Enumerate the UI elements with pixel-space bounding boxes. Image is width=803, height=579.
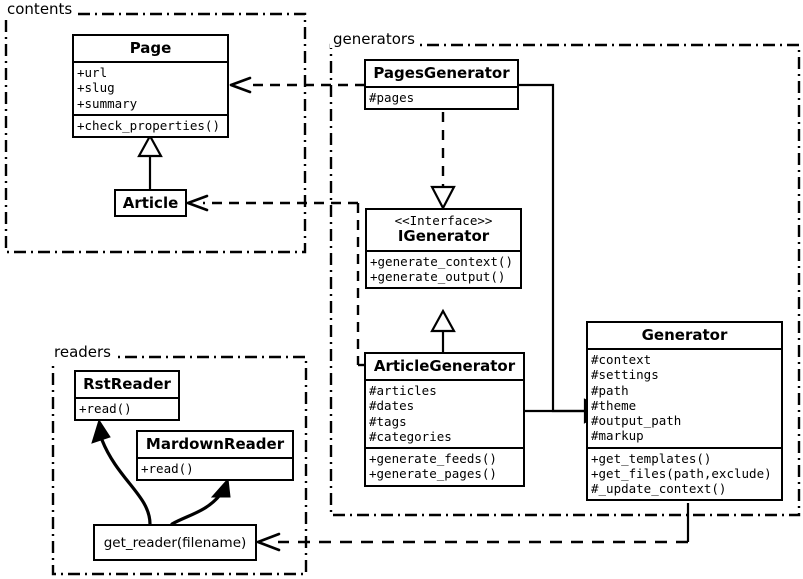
attribute-row: #path [591,382,629,398]
attribute-row: #markup [591,428,644,444]
class-methods-igenerator: +generate_context() +generate_output() [367,249,520,288]
class-box-article[interactable]: Article [114,189,187,217]
function-box-get-reader[interactable]: get_reader(filename) [93,524,257,561]
package-label-contents: contents [4,0,76,18]
function-name-get-reader: get_reader(filename) [103,534,247,551]
class-box-pagesgenerator[interactable]: PagesGenerator #pages [364,59,519,111]
class-name-article: Article [122,194,179,212]
class-name-igenerator-label: IGenerator [397,227,490,246]
class-name-page: Page [74,36,227,62]
class-methods-generator: +get_templates() +get_files(path,exclude… [588,446,781,500]
class-box-page[interactable]: Page +url +slug +summary +check_properti… [72,34,229,139]
relation-generator-uses-getreader [256,503,690,552]
attribute-row: #settings [591,367,659,383]
class-methods-markdownreader: +read() [138,457,292,480]
attribute-row: +summary [77,95,138,111]
relation-pagesgenerator-uses-page [229,76,365,94]
attribute-row: +slug [77,80,115,96]
method-row: +generate_pages() [369,466,497,482]
class-box-rstreader[interactable]: RstReader +read() [74,370,180,422]
class-box-articlegenerator[interactable]: ArticleGenerator #articles #dates #tags … [364,352,525,487]
relation-articlegenerator-extends-igenerator [430,308,456,352]
class-name-generator: Generator [588,323,781,349]
attribute-row: #output_path [591,413,682,429]
class-methods-rstreader: +read() [76,397,178,420]
method-row: +get_files(path,exclude) [591,465,772,481]
attribute-row: #categories [369,428,452,444]
class-name-articlegenerator: ArticleGenerator [366,354,523,380]
method-row: +get_templates() [591,450,712,466]
class-box-igenerator[interactable]: <<Interface>> IGenerator +generate_conte… [365,208,522,290]
attribute-row: +url [77,65,108,81]
class-attributes-articlegenerator: #articles #dates #tags #categories [366,379,523,448]
package-label-generators: generators [330,30,418,48]
class-attributes-pagesgenerator: #pages [366,86,517,109]
method-row: +check_properties() [77,117,220,133]
attribute-row: #tags [369,413,407,429]
relation-getreader-returns-markdownreader [170,477,231,526]
method-row: +generate_feeds() [369,451,497,467]
class-attributes-page: +url +slug +summary [74,61,227,114]
relation-pagesgenerator-extends-generator [519,83,585,413]
class-box-generator[interactable]: Generator #context #settings #path #them… [586,321,783,502]
method-row: #_update_context() [591,481,727,497]
class-attributes-generator: #context #settings #path #theme #output_… [588,348,781,447]
package-label-readers: readers [51,343,114,361]
attribute-row: #theme [591,397,637,413]
relation-pagesgenerator-implements-igenerator [430,112,456,211]
relation-articlegenerator-uses-article [186,194,365,367]
method-row: +read() [141,461,194,477]
class-box-markdownreader[interactable]: MardownReader +read() [136,430,294,482]
class-stereotype-igenerator: <<Interface>> [394,213,493,228]
class-name-pagesgenerator: PagesGenerator [366,61,517,87]
attribute-row: #articles [369,383,437,399]
method-row: +generate_output() [370,268,506,284]
class-methods-page: +check_properties() [74,113,227,137]
class-name-igenerator: <<Interface>> IGenerator [367,210,520,250]
attribute-row: #dates [369,398,415,414]
attribute-row: #pages [369,90,415,106]
method-row: +read() [79,401,132,417]
class-name-rstreader: RstReader [76,372,178,398]
class-methods-articlegenerator: +generate_feeds() +generate_pages() [366,447,523,485]
class-name-markdownreader: MardownReader [138,432,292,458]
attribute-row: #context [591,352,652,368]
method-row: +generate_context() [370,253,513,269]
relation-article-extends-page [137,133,163,189]
